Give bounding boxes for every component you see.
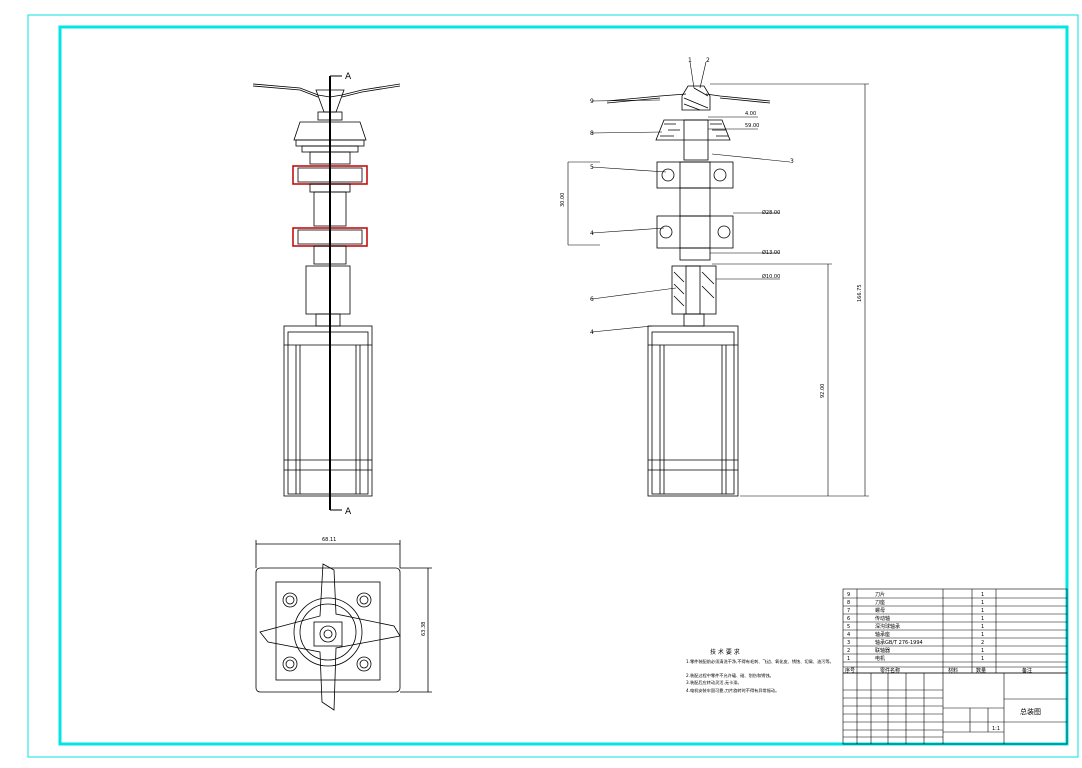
technical-requirements: 技 术 要 求 1.零件装配前必须清洗干净,不得有毛刺、飞边、氧化皮、锈蚀、切屑… xyxy=(686,648,834,694)
drawing-title: 总装图 xyxy=(1020,707,1041,716)
bom-name: 联轴器 xyxy=(875,647,890,654)
top-view xyxy=(255,540,432,711)
bom-no: 7 xyxy=(847,608,850,614)
dim-63: 63.38 xyxy=(421,622,427,636)
bom-qty: 2 xyxy=(981,640,984,646)
dim-4: 4.00 xyxy=(745,111,756,117)
tech-req-line-3: 3.装配后应转动灵活,无卡滞。 xyxy=(686,679,742,686)
dim-59: 59.00 xyxy=(745,123,759,129)
bom-no: 1 xyxy=(847,656,850,662)
bom-no: 9 xyxy=(847,592,850,598)
balloon-2: 2 xyxy=(706,57,710,64)
balloon-4: 4 xyxy=(590,230,594,237)
drawing-scale: 1:1 xyxy=(992,726,1000,732)
bom-header: 数量 xyxy=(976,667,986,674)
title-block xyxy=(842,672,1068,745)
bom-name: 刀片 xyxy=(875,591,885,598)
leader-lines xyxy=(567,61,869,497)
bom-no: 8 xyxy=(847,600,850,606)
front-view xyxy=(252,83,401,497)
bom-no: 5 xyxy=(847,624,850,630)
balloon-9: 9 xyxy=(590,98,594,105)
bom-name: 轴承GB/T 276-1994 xyxy=(875,639,923,646)
dim-30: 30.00 xyxy=(560,193,566,207)
dim-d13: Ø13.00 xyxy=(762,249,780,256)
bom-qty: 1 xyxy=(981,656,984,662)
bom-qty: 1 xyxy=(981,632,984,638)
balloon-1: 1 xyxy=(688,57,692,64)
bom-table xyxy=(842,588,1068,674)
tech-req-line-1: 1.零件装配前必须清洗干净,不得有毛刺、飞边、氧化皮、锈蚀、切屑、油污等。 xyxy=(686,658,834,665)
balloon-8: 8 xyxy=(590,130,594,137)
bom-qty: 1 xyxy=(981,608,984,614)
bom-qty: 1 xyxy=(981,616,984,622)
balloon-5: 5 xyxy=(590,164,594,171)
outer-frame xyxy=(27,14,1079,758)
bom-no: 2 xyxy=(847,648,850,654)
bom-header: 序号 xyxy=(845,667,855,674)
section-mark-top: A xyxy=(345,72,352,82)
dim-68: 68.11 xyxy=(322,537,336,543)
tech-req-title: 技 术 要 求 xyxy=(710,648,740,656)
bom-no: 6 xyxy=(847,616,850,622)
bom-header: 零件名称 xyxy=(880,667,900,674)
balloon-3: 3 xyxy=(790,158,794,165)
bom-qty: 1 xyxy=(981,600,984,606)
section-view xyxy=(606,85,771,497)
balloon-4b: 4 xyxy=(590,329,594,336)
bom-name: 传动轴 xyxy=(875,615,890,622)
section-mark-bottom: A xyxy=(345,507,352,517)
inner-frame xyxy=(58,25,1069,746)
tech-req-line-2: 2.装配过程中零件不允许磕、碰、划伤和锈蚀。 xyxy=(686,672,774,679)
bom-name: 轴承座 xyxy=(875,631,890,638)
bom-qty: 1 xyxy=(981,592,984,598)
bom-header: 材料 xyxy=(948,667,958,674)
dim-92: 92.00 xyxy=(820,384,826,398)
dim-d28: Ø28.00 xyxy=(762,209,780,216)
bom-qty: 1 xyxy=(981,648,984,654)
bom-qty: 1 xyxy=(981,624,984,630)
bom-name: 深沟球轴承 xyxy=(875,623,900,630)
dim-166: 166.75 xyxy=(857,285,863,303)
tech-req-line-4: 4.电机安装牢固可靠,刀片旋转时不得有异常振动。 xyxy=(686,687,779,694)
dim-d10: Ø10.00 xyxy=(762,273,780,280)
bom-no: 3 xyxy=(847,640,850,646)
bom-no: 4 xyxy=(847,632,850,638)
bom-name: 刀座 xyxy=(875,599,885,606)
bom-name: 电机 xyxy=(875,655,885,662)
bom-name: 螺母 xyxy=(875,607,885,614)
balloon-6: 6 xyxy=(590,296,594,303)
bom-text: 9 刀片 1 8 刀座 1 7 螺母 1 6 传动轴 1 5 深沟球轴承 1 4… xyxy=(845,591,1032,674)
bom-header: 备注 xyxy=(1022,667,1032,674)
